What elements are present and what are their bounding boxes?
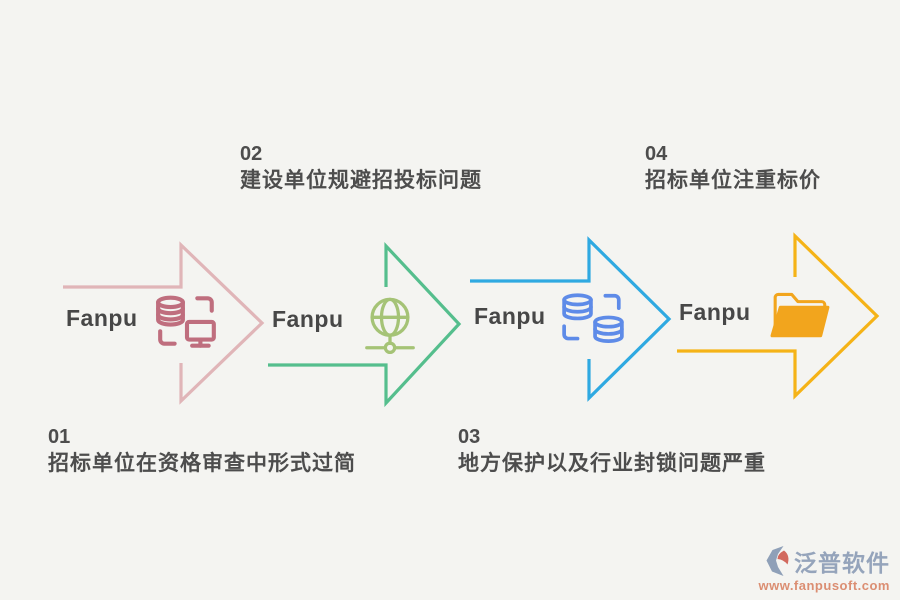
step-4-brand-label: Fanpu xyxy=(679,299,751,325)
fanpu-logo-text: 泛普软件 xyxy=(794,550,890,576)
step-4-caption: 04 招标单位注重标价 xyxy=(645,143,821,193)
step-4-arrow-outline xyxy=(677,232,880,400)
step-2-brand-label: Fanpu xyxy=(272,306,344,332)
step-3-caption: 03 地方保护以及行业封锁问题严重 xyxy=(458,426,766,476)
step-2-caption: 02 建设单位规避招投标问题 xyxy=(240,143,482,193)
globe-network-icon xyxy=(365,297,415,355)
database-network-icon xyxy=(156,295,216,348)
step-2-caption-text: 建设单位规避招投标问题 xyxy=(240,169,482,192)
open-folder-front xyxy=(770,305,830,338)
step-3-arrow-outline xyxy=(470,236,672,402)
step-1-number: 01 xyxy=(48,426,71,448)
step-3-brand-label: Fanpu xyxy=(474,303,546,329)
fanpu-logo: 泛普软件 www.fanpusoft.com xyxy=(758,544,890,593)
database-sync-icon xyxy=(562,293,624,343)
step-4-number: 04 xyxy=(645,143,668,165)
step-3-caption-text: 地方保护以及行业封锁问题严重 xyxy=(458,452,766,475)
step-1-brand-label: Fanpu xyxy=(66,305,138,331)
step-1-arrow-outline xyxy=(63,241,265,405)
step-1-caption-text: 招标单位在资格审查中形式过简 xyxy=(48,452,356,475)
step-2-number: 02 xyxy=(240,143,263,165)
fanpu-logo-url: www.fanpusoft.com xyxy=(758,578,890,593)
step-2-arrow-outline xyxy=(268,241,462,408)
step-1-caption: 01 招标单位在资格审查中形式过简 xyxy=(48,426,356,476)
step-3-number: 03 xyxy=(458,426,481,448)
step-4-caption-text: 招标单位注重标价 xyxy=(645,169,821,192)
fanpu-logo-icon xyxy=(766,546,789,576)
open-folder-icon xyxy=(770,292,830,338)
